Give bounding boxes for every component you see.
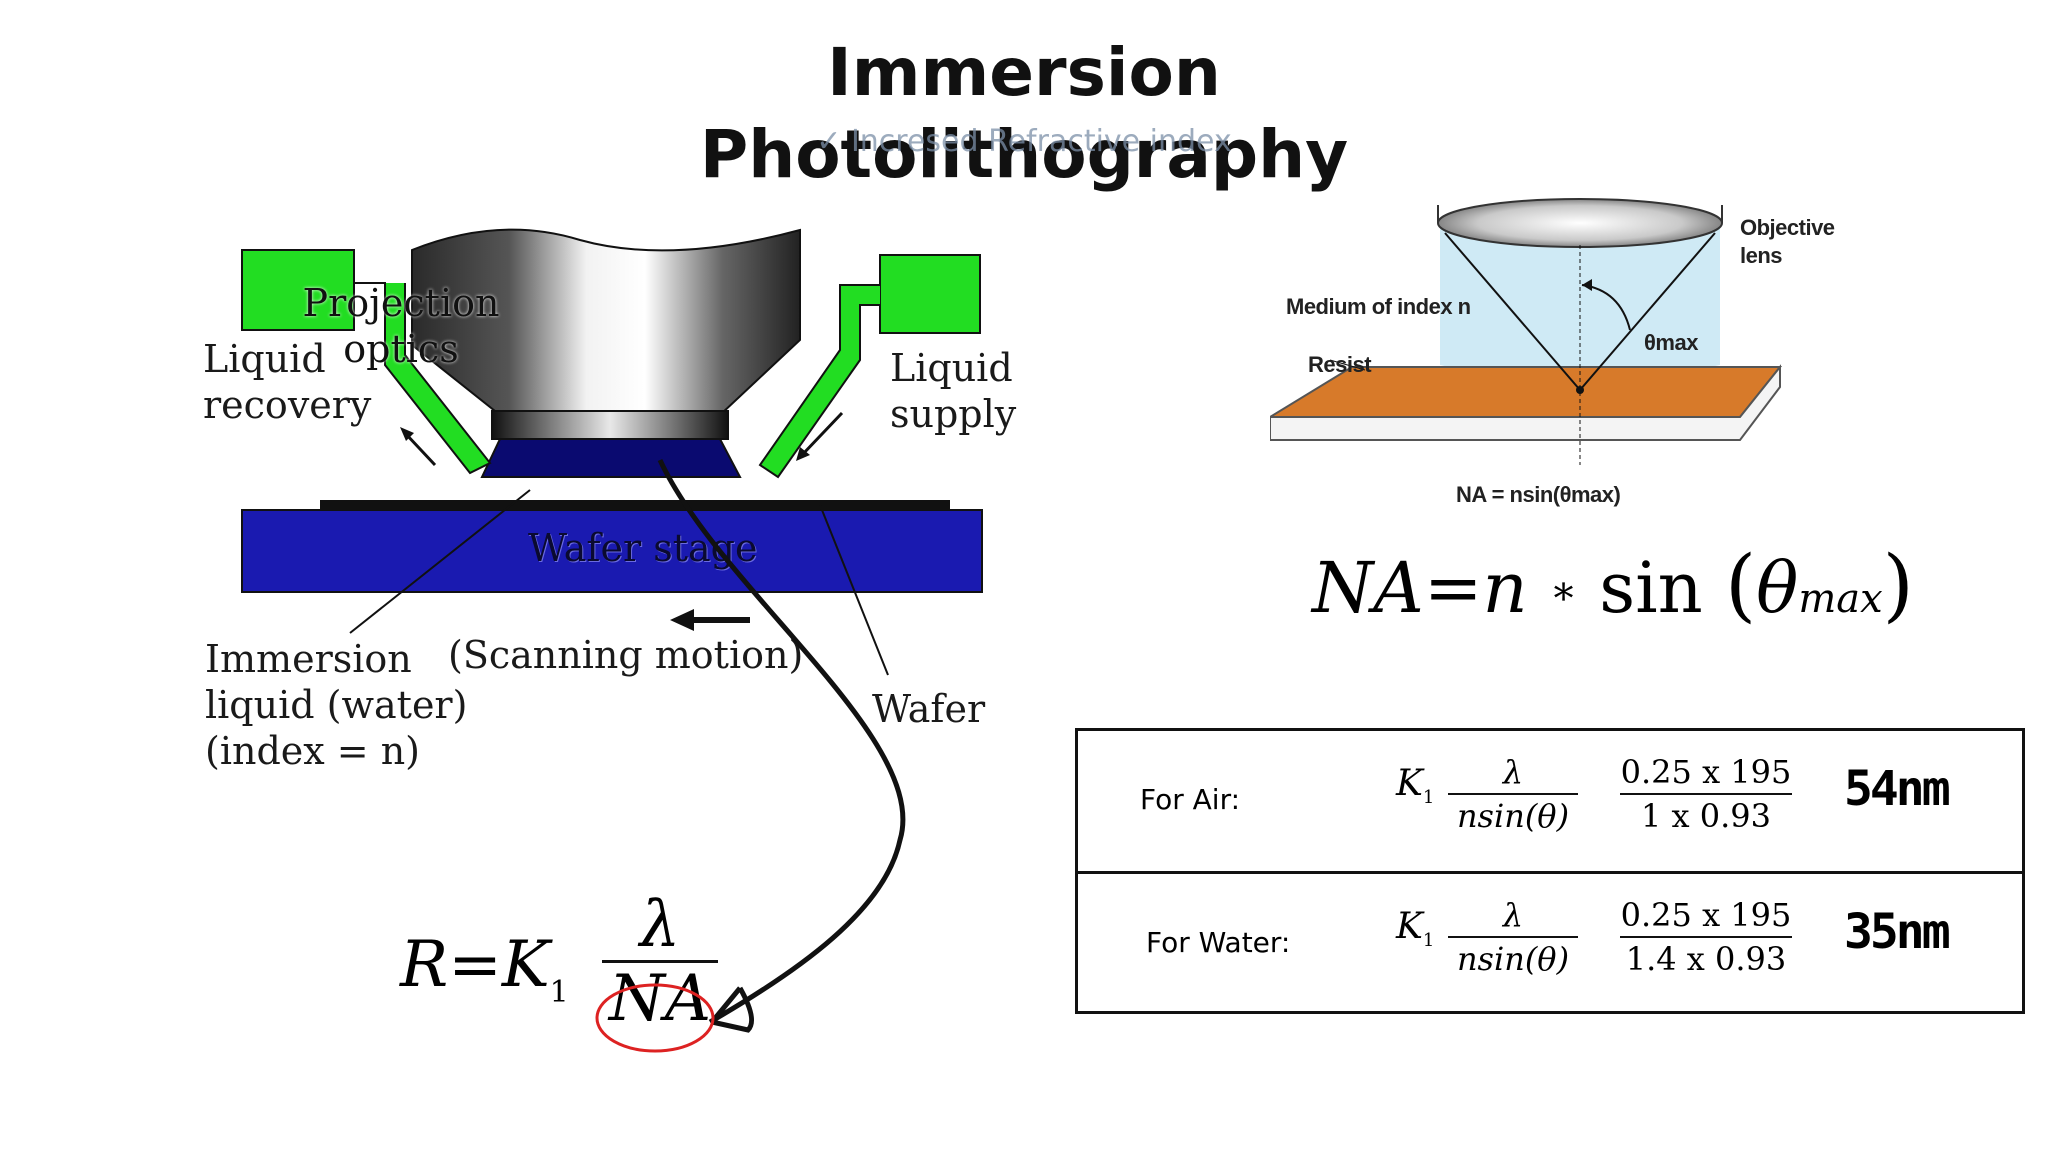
- theta-max-label: θmax: [1644, 330, 1698, 355]
- immersion-lithography-diagram: [241, 228, 983, 676]
- result-value: 54nm: [1844, 761, 1951, 817]
- result-value: 35nm: [1844, 904, 1951, 960]
- annotation-arrow: [657, 458, 906, 1033]
- resolution-fraction: λ NA: [602, 890, 718, 1035]
- numerical-aperture-diagram: [1270, 198, 1783, 465]
- liquid-supply-pipe: [758, 284, 880, 479]
- wafer-label: Wafer: [872, 687, 986, 731]
- immersion-liquid-label: Immersion liquid (water) (index = n): [205, 637, 468, 773]
- medium-label: Medium of index n: [1286, 294, 1471, 319]
- liquid-recovery-label: Liquid recovery: [203, 337, 372, 427]
- title-line-2: Photolithography: [699, 116, 1349, 193]
- wafer-stage: [241, 509, 983, 593]
- slide-subtitle: ✓ Incresed Refractive index: [0, 124, 2048, 159]
- k1-symbol: K1: [1396, 906, 1435, 951]
- liquid-recovery-tank: [241, 249, 355, 331]
- na-formula: NA=n ∗ sin (θmax): [1312, 538, 1914, 631]
- title-line-1: Immersion: [827, 34, 1221, 111]
- substrate: [1270, 364, 1781, 441]
- slide-title: Immersion Photolithography: [0, 32, 2048, 196]
- scanning-motion-label: (Scanning motion): [448, 633, 804, 677]
- k1-symbol: K1: [1396, 763, 1435, 808]
- liquid-supply-label: Liquid supply: [890, 346, 1017, 436]
- na-small-formula: NA = nsin(θmax): [1456, 482, 1621, 507]
- projection-optics-label: Projection optics: [302, 281, 500, 371]
- row-label: For Water:: [1146, 926, 1291, 959]
- optics-ring: [491, 410, 729, 440]
- row-label: For Air:: [1140, 783, 1241, 816]
- checkmark-icon: ✓: [816, 124, 851, 159]
- liquid-recovery-pipe: [354, 282, 492, 475]
- subtitle-text: Incresed Refractive index: [850, 124, 1232, 159]
- objective-lens: [1437, 198, 1723, 248]
- resolution-formula: R=K1: [400, 928, 569, 1010]
- wafer: [320, 500, 950, 510]
- objective-lens-label: Objective lens: [1740, 215, 1835, 268]
- na-highlight-circle: [595, 983, 715, 1053]
- projection-optics-body: [411, 228, 801, 416]
- liquid-supply-tank: [879, 254, 981, 334]
- resist-label: Resist: [1308, 352, 1372, 377]
